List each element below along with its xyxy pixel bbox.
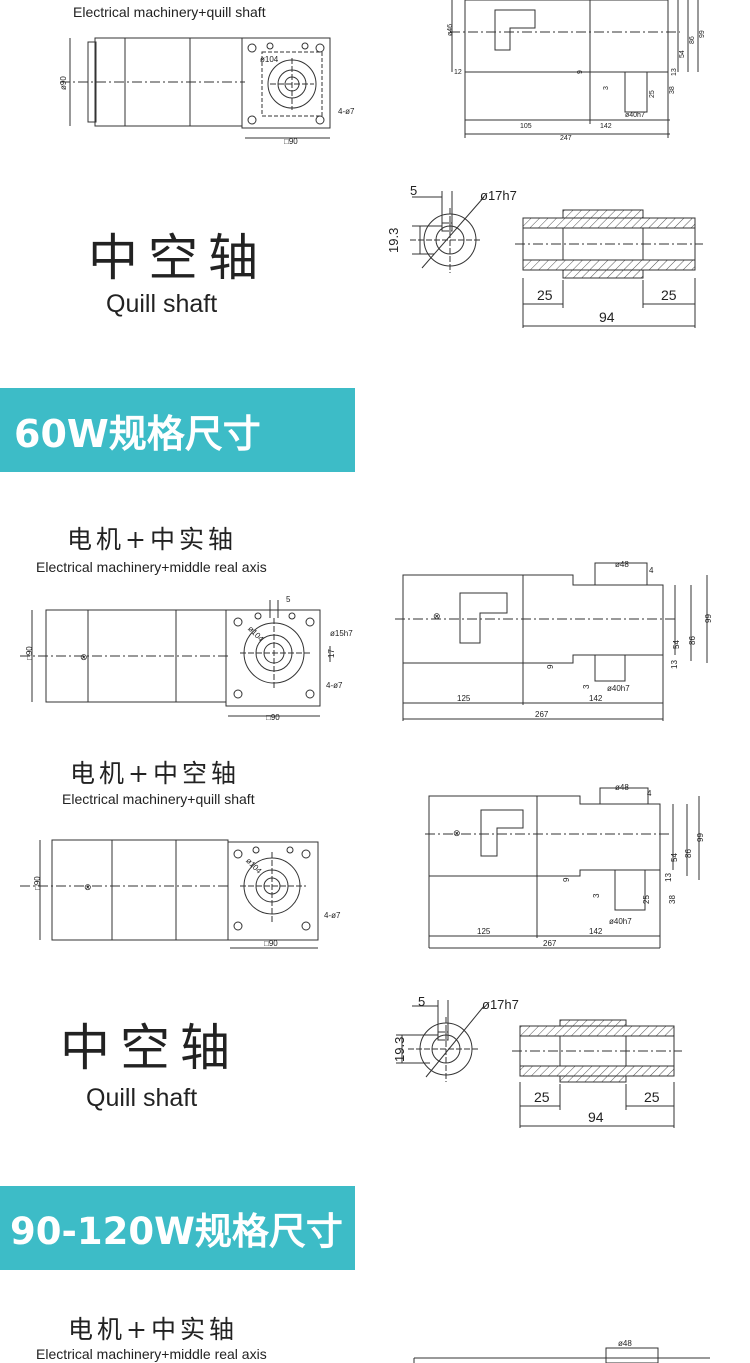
section-banner-60w: 60W规格尺寸: [0, 388, 355, 472]
60w-quill-gearbox-drawing: ⊗ ø48 4 125 142 267 ø40h7 9 3 25 38 54 8…: [425, 783, 705, 949]
60w-solid-gearbox-drawing: ⊗ ø48 4 125 142 267 ø40h7 9 3 54 86 99 1…: [395, 560, 713, 721]
90w-dim-d48: ø48: [618, 1339, 632, 1348]
quill-shaft-1-dim-key: 5: [410, 183, 417, 198]
60w-quill-dim-d48: ø48: [615, 783, 629, 792]
90w-solid-title-cn: 电机+中实轴: [68, 1315, 238, 1344]
60w-solid-title-en: Electrical machinery+middle real axis: [36, 559, 267, 575]
60w-quill-dim-square-side: □90: [33, 876, 42, 890]
60w-quill-dim-3: 3: [592, 893, 601, 898]
60w-solid-dim-key: 5: [286, 595, 291, 604]
quill-shaft-2-dim-25b: 25: [644, 1089, 660, 1105]
top-dim-86: 86: [689, 36, 696, 44]
quill-shaft-1-dim-94: 94: [599, 309, 615, 325]
60w-quill-dim-25: 25: [642, 895, 651, 904]
60w-quill-dim-142: 142: [589, 927, 603, 936]
quill-shaft-2-title-cn: 中空轴: [60, 1019, 240, 1077]
quill-shaft-2-dim-94: 94: [588, 1109, 604, 1125]
section-banner-90w: 90-120W规格尺寸: [0, 1186, 355, 1270]
top-dim-142: 142: [600, 123, 612, 130]
60w-solid-dim-86: 86: [688, 636, 697, 645]
top-dim-38: 38: [669, 86, 676, 94]
60w-solid-dim-9: 9: [546, 664, 555, 669]
60w-solid-dim-bolt: 4-ø7: [326, 681, 343, 690]
60w-quill-dim-13: 13: [664, 873, 673, 882]
top-dim-bolt: 4-ø7: [338, 107, 355, 116]
top-dim-pcd: ø104: [260, 55, 279, 64]
top-gearbox-drawing: 105 142 247 ø40h7 12 ø46 54 13 86 99 9 3…: [447, 0, 706, 142]
60w-solid-dim-99: 99: [704, 614, 713, 623]
60w-quill-dim-4: 4: [647, 789, 652, 798]
top-quill-caption-en: Electrical machinery+quill shaft: [73, 4, 266, 20]
quill-shaft-2-long-drawing: 25 25 94: [512, 1019, 682, 1128]
60w-quill-dim-86: 86: [684, 849, 693, 858]
quill-shaft-2-dim-depth: 19.3: [392, 1037, 407, 1062]
90w-gearbox-drawing-partial: ø48: [413, 1339, 710, 1363]
quill-shaft-2-dim-25a: 25: [534, 1089, 550, 1105]
top-dim-3: 3: [603, 86, 610, 90]
quill-shaft-2-section-drawing: 5 ø17h7 19.3: [392, 994, 519, 1082]
60w-solid-dim-3: 3: [582, 684, 591, 689]
60w-quill-title-en: Electrical machinery+quill shaft: [62, 791, 255, 807]
60w-solid-dim-17: 17: [327, 649, 336, 658]
60w-solid-dim-54: 54: [672, 640, 681, 649]
top-dim-square90: □90: [284, 137, 298, 146]
top-dim-d46: ø46: [447, 24, 454, 36]
top-dim-105: 105: [520, 123, 532, 130]
60w-solid-dim-d48: ø48: [615, 560, 629, 569]
90w-solid-title-en: Electrical machinery+middle real axis: [36, 1346, 267, 1362]
svg-text:⊗: ⊗: [453, 828, 461, 838]
top-dim-99: 99: [699, 30, 706, 38]
top-dim-247: 247: [560, 135, 572, 142]
svg-text:⊗: ⊗: [80, 652, 88, 662]
60w-solid-dim-4: 4: [649, 566, 654, 575]
section-banner-90w-label: 90-120W规格尺寸: [10, 1210, 343, 1253]
quill-shaft-1-dim-depth: 19.3: [386, 228, 401, 253]
svg-text:⊗: ⊗: [433, 611, 441, 621]
60w-solid-dim-pcd: ø104: [246, 624, 266, 644]
60w-solid-dim-d40: ø40h7: [607, 684, 630, 693]
top-dim-54: 54: [679, 50, 686, 58]
60w-solid-dim-shaft: ø15h7: [330, 629, 353, 638]
60w-solid-dim-125: 125: [457, 694, 471, 703]
top-dim-25: 25: [649, 90, 656, 98]
60w-quill-dim-d40: ø40h7: [609, 917, 632, 926]
60w-solid-title-cn: 电机+中实轴: [67, 525, 237, 554]
top-dim-d40: ø40h7: [625, 112, 645, 119]
60w-solid-dim-square-side: □90: [25, 646, 34, 660]
top-dim-dia90: ø90: [59, 76, 68, 90]
top-dim-9: 9: [577, 70, 584, 74]
quill-shaft-2-dim-key: 5: [418, 994, 425, 1009]
quill-shaft-1-long-drawing: 25 25 94: [515, 209, 703, 328]
60w-solid-dim-142: 142: [589, 694, 603, 703]
60w-quill-dim-bolt: 4-ø7: [324, 911, 341, 920]
60w-quill-dim-267: 267: [543, 939, 557, 948]
quill-shaft-1-title-en: Quill shaft: [106, 290, 218, 318]
60w-quill-dim-38: 38: [668, 895, 677, 904]
60w-solid-motor-drawing: ⊗ □90 □90 5 ø15h7 17 4-ø7 ø104: [20, 595, 353, 722]
section-banner-60w-label: 60W规格尺寸: [14, 411, 261, 456]
60w-solid-dim-square-bottom: □90: [266, 713, 280, 722]
quill-shaft-1-dim-bore: ø17h7: [480, 188, 517, 203]
top-motor-side-drawing: ø90 □90 4-ø7 ø104: [59, 37, 355, 146]
quill-shaft-1-dim-25a: 25: [537, 287, 553, 303]
60w-quill-dim-9: 9: [562, 877, 571, 882]
quill-shaft-1-title-cn: 中空轴: [88, 229, 268, 287]
quill-shaft-2-title-en: Quill shaft: [86, 1084, 198, 1112]
top-dim-12: 12: [454, 69, 462, 76]
60w-quill-dim-125: 125: [477, 927, 491, 936]
top-dim-13: 13: [671, 68, 678, 76]
60w-quill-dim-99: 99: [696, 833, 705, 842]
60w-quill-dim-54: 54: [670, 853, 679, 862]
60w-solid-dim-13: 13: [670, 660, 679, 669]
quill-shaft-2-dim-bore: ø17h7: [482, 997, 519, 1012]
60w-quill-dim-square-bottom: □90: [264, 939, 278, 948]
quill-shaft-1-section-drawing: 5 ø17h7 19.3: [386, 183, 517, 273]
svg-text:⊗: ⊗: [84, 882, 92, 892]
60w-solid-dim-267: 267: [535, 710, 549, 719]
quill-shaft-1-dim-25b: 25: [661, 287, 677, 303]
60w-quill-motor-drawing: ⊗ □90 □90 4-ø7 ø104: [20, 839, 341, 949]
60w-quill-title-cn: 电机+中空轴: [70, 759, 240, 788]
